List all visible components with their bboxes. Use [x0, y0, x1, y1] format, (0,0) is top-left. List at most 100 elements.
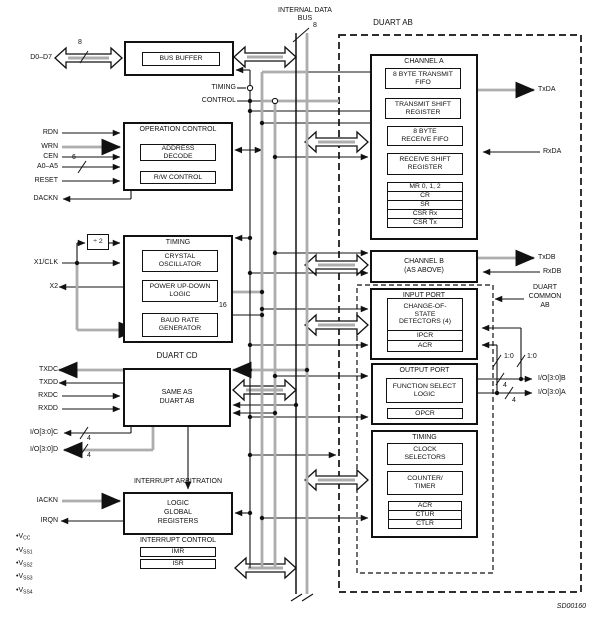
bus-buffer-label: BUS BUFFER — [159, 55, 203, 63]
crystal-line1: CRYSTAL — [164, 253, 196, 261]
bullet-icon: • — [16, 560, 19, 567]
pin-txda: TxDA — [538, 86, 556, 93]
channel-a-title: CHANNEL A — [404, 58, 444, 65]
channel-b-body: CHANNEL B (AS ABOVE) — [404, 258, 444, 274]
pin-ioa: I/O[3:0]A — [538, 389, 566, 396]
block-input-port: INPUT PORT CHANGE-OF- STATE DETECTORS (4… — [370, 288, 478, 360]
ioa-width-label: 4 — [512, 397, 516, 404]
pin-a0-a5: A0–A5 — [36, 163, 58, 170]
block-channel-b: CHANNEL B (AS ABOVE) — [370, 250, 478, 283]
block-timing-left: TIMING CRYSTAL OSCILLATOR POWER UP-DOWN … — [123, 235, 233, 343]
power-line1: POWER UP-DOWN — [149, 283, 211, 291]
pin-x2: X2 — [49, 283, 58, 290]
pin-rxdc: RXDC — [38, 392, 58, 399]
operation-control-title: OPERATION CONTROL — [139, 126, 217, 133]
control-tap-label: CONTROL — [201, 97, 236, 104]
pin-iod: I/O[3:0]D — [29, 446, 58, 453]
tx-fifo-box: 8 BYTE TRANSMIT FIFO — [385, 68, 461, 89]
detectors-box: CHANGE-OF- STATE DETECTORS (4) — [387, 298, 463, 331]
timing-left-title: TIMING — [165, 239, 191, 246]
duart-common-line3: AB — [540, 302, 550, 309]
bus-width-label: 8 — [313, 22, 317, 29]
timing-registers: ACR CTUR CTLR — [388, 501, 462, 529]
address-decode-line2: DECODE — [163, 152, 193, 160]
div2-box: ÷ 2 — [87, 234, 109, 250]
pin-vss2: •VSS2 — [16, 560, 33, 569]
reg-csr-tx: CSR Tx — [387, 218, 463, 228]
pin-vss3: •VSS3 — [16, 573, 33, 582]
function-select-box: FUNCTION SELECT LOGIC — [386, 378, 463, 403]
power-updown-box: POWER UP-DOWN LOGIC — [142, 280, 218, 302]
rw-control-label: R/W CONTROL — [153, 173, 203, 181]
pin-wrn: WRN — [41, 143, 58, 150]
pin-irqn: IRQN — [40, 517, 59, 524]
pin-rxdd: RXDD — [38, 405, 58, 412]
rx-shift-box: RECEIVE SHIFT REGISTER — [387, 153, 463, 175]
baud-width-label: 16 — [219, 302, 227, 309]
interrupt-control-compartment: INTERRUPT CONTROL IMR ISR — [123, 533, 233, 578]
pin-ioc: I/O[3:0]C — [29, 429, 58, 436]
pin-txdc: TXDC — [38, 366, 58, 373]
pin-vss1: •VSS1 — [16, 547, 33, 556]
internal-data-bus-label-2: BUS — [297, 15, 313, 22]
block-interrupt: LOGIC GLOBAL REGISTERS INTERRUPT CONTROL… — [123, 492, 233, 578]
address-decode-line1: ADDRESS — [161, 144, 195, 152]
duart-cd-body: SAME AS DUART AB — [125, 370, 229, 425]
ioa-ratio-label: 1:0 — [504, 353, 514, 360]
addr-width-label: 6 — [72, 154, 76, 161]
timing-right-title: TIMING — [412, 434, 437, 441]
output-port-title: OUTPUT PORT — [399, 367, 450, 374]
block-duart-cd: SAME AS DUART AB — [123, 368, 231, 427]
pin-iob: I/O[3:0]B — [538, 375, 566, 382]
block-timing-right: TIMING CLOCK SELECTORS COUNTER/ TIMER AC… — [371, 430, 478, 538]
opcr-box: OPCR — [387, 408, 463, 419]
pin-dackn: DACKN — [33, 195, 58, 202]
bus-buffer-label-box: BUS BUFFER — [142, 52, 220, 66]
pin-vss4: •VSS4 — [16, 587, 33, 596]
baud-line1: BAUD RATE — [160, 317, 200, 325]
rx-fifo-box: 8 BYTE RECEIVE FIFO — [387, 126, 463, 146]
duart-common-line2: COMMON — [528, 293, 562, 300]
input-port-title: INPUT PORT — [402, 292, 446, 299]
pin-rxdb: RxDB — [543, 268, 562, 275]
reg-ctlr: CTLR — [388, 519, 462, 529]
pin-cen: CEN — [43, 153, 58, 160]
channel-a-registers: MR 0, 1, 2 CR SR CSR Rx CSR Tx — [387, 182, 463, 228]
duart-cd-body-line1: SAME AS — [161, 389, 193, 396]
baud-rate-box: BAUD RATE GENERATOR — [142, 313, 218, 337]
interrupt-control-title: INTERRUPT CONTROL — [139, 537, 217, 544]
address-decode-box: ADDRESS DECODE — [140, 144, 216, 161]
interrupt-logic-line2: GLOBAL — [163, 509, 192, 516]
crystal-oscillator-box: CRYSTAL OSCILLATOR — [142, 250, 218, 272]
bullet-icon: • — [16, 573, 19, 580]
clock-selectors-box: CLOCK SELECTORS — [387, 443, 463, 465]
duart-cd-body-line2: DUART AB — [159, 397, 195, 405]
duart-ab-title: DUART AB — [373, 18, 413, 27]
pin-txdd: TXDD — [38, 379, 58, 386]
tx-shift-box: TRANSMIT SHIFT REGISTER — [385, 98, 461, 119]
bullet-icon: • — [16, 587, 19, 594]
pin-rdn: RDN — [42, 129, 58, 136]
imr-label: IMR — [171, 548, 185, 556]
bullet-icon: • — [16, 547, 19, 554]
block-bus-buffer: BUS BUFFER — [124, 41, 234, 76]
acr-box: ACR — [387, 340, 463, 352]
isr-label: ISR — [172, 560, 184, 568]
pin-vcc: •VCC — [16, 533, 31, 542]
pin-rxda: RxDA — [543, 148, 562, 155]
interrupt-title: INTERRUPT ARBITRATION — [133, 478, 223, 485]
baud-line2: GENERATOR — [158, 325, 202, 332]
pin-iackn: IACKN — [36, 497, 58, 504]
d-bus-label: D0–D7 — [30, 54, 52, 61]
duart-common-line1: DUART — [533, 284, 557, 291]
duart-cd-title: DUART CD — [156, 351, 198, 360]
iod-width-label: 4 — [87, 452, 91, 459]
interrupt-logic-line3: REGISTERS — [157, 518, 199, 525]
rw-control-box: R/W CONTROL — [140, 171, 216, 184]
imr-box: IMR — [140, 547, 216, 557]
crystal-line2: OSCILLATOR — [158, 261, 202, 268]
timing-tap-label: TIMING — [211, 84, 237, 91]
interrupt-logic-line1: LOGIC — [167, 500, 189, 507]
pin-reset: RESET — [34, 177, 58, 184]
